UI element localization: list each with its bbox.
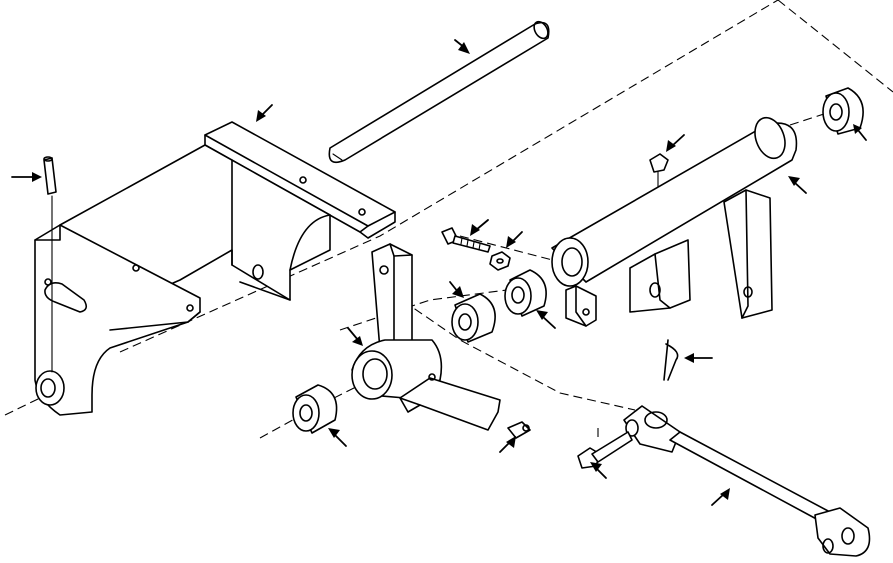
callout-arrow [470, 219, 489, 236]
main-bracket [34, 121, 396, 416]
callout-arrow [449, 281, 464, 298]
cross-tube [551, 116, 798, 327]
callout-arrow [506, 231, 523, 248]
callout-arrow [499, 436, 516, 453]
callout-arrows [11, 39, 867, 506]
callout-arrow [711, 488, 730, 506]
callout-arrow [11, 172, 42, 182]
callout-arrow [666, 134, 685, 152]
callout-arrow [590, 462, 607, 479]
tie-rod [577, 339, 871, 557]
lever-arm [351, 243, 501, 431]
callout-arrow [788, 176, 807, 194]
callout-arrow [256, 104, 273, 122]
callout-arrow [347, 327, 363, 346]
callout-arrow [853, 124, 867, 141]
rod [328, 20, 550, 164]
bushings [292, 87, 864, 434]
callout-arrow [684, 353, 713, 363]
callout-arrow [328, 428, 347, 447]
callout-arrow [454, 39, 470, 54]
callout-arrow [536, 310, 556, 329]
pin [43, 156, 57, 373]
